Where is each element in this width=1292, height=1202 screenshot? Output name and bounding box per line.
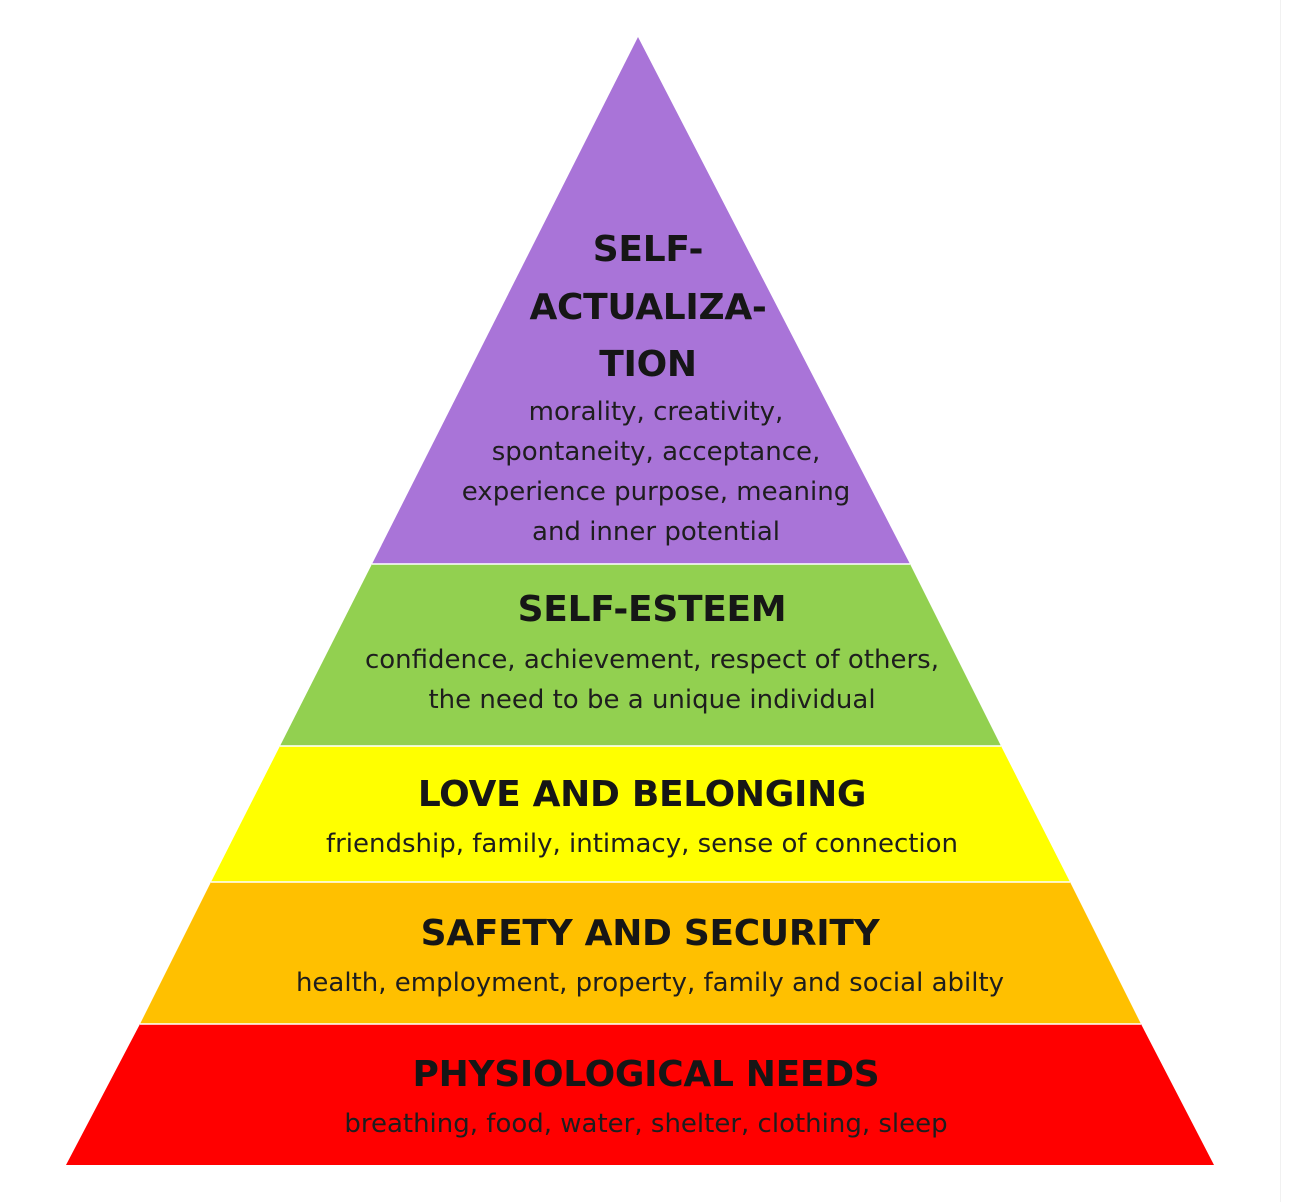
self-actualization-desc-line-1: morality, creativity, — [528, 397, 784, 427]
self-actualization-desc-line-4: and inner potential — [532, 517, 780, 547]
self-esteem-desc-line-1: confidence, achievement, respect of othe… — [364, 645, 939, 675]
self-esteem-desc-line-2: the need to be a unique individual — [428, 685, 876, 715]
tier-self-actualization — [372, 37, 910, 564]
tier-self-esteem — [280, 564, 1001, 746]
self-actualization-title-line-1: SELF- — [592, 229, 704, 270]
tier-physiological-needs — [66, 1024, 1214, 1165]
physiological-needs-desc: breathing, food, water, shelter, clothin… — [344, 1109, 948, 1139]
self-actualization-title-line-3: TION — [599, 344, 697, 385]
love-and-belonging-desc: friendship, family, intimacy, sense of c… — [325, 829, 959, 859]
tier-love-and-belonging — [211, 746, 1070, 882]
self-actualization-title-line-2: ACTUALIZA- — [529, 287, 767, 328]
safety-and-security-title: SAFETY AND SECURITY — [420, 913, 880, 954]
self-actualization-desc-line-3: experience purpose, meaning — [461, 477, 851, 507]
physiological-needs-title: PHYSIOLOGICAL NEEDS — [412, 1054, 880, 1095]
page-edge-divider — [1280, 0, 1281, 1202]
tier-dividers — [140, 563, 1141, 1025]
tier-safety-and-security — [140, 882, 1141, 1024]
love-and-belonging-title: LOVE AND BELONGING — [417, 774, 867, 815]
safety-and-security-desc: health, employment, property, family and… — [295, 968, 1005, 998]
self-actualization-desc-line-2: spontaneity, acceptance, — [491, 437, 821, 467]
self-esteem-title: SELF-ESTEEM — [517, 589, 787, 630]
